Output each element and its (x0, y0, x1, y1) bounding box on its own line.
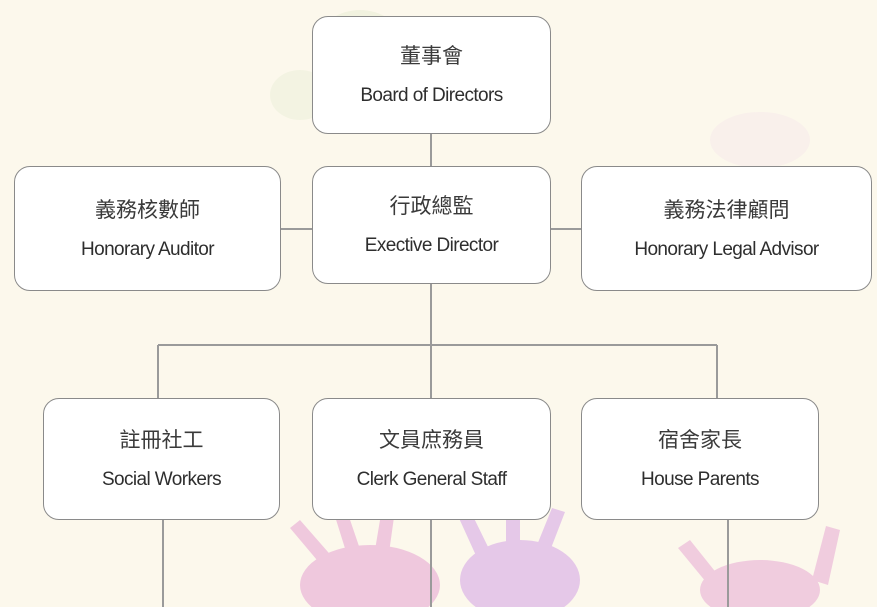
node-title-zh: 義務核數師 (95, 197, 200, 222)
node-title-zh: 行政總監 (389, 194, 474, 218)
social-workers-box: 註冊社工 Social Workers (43, 398, 280, 520)
executive-director-box: 行政總監 Exective Director (312, 166, 551, 284)
node-title-zh: 義務法律顧問 (663, 197, 790, 222)
right-handprint-icon (678, 526, 840, 607)
honorary-legal-advisor-box: 義務法律顧問 Honorary Legal Advisor (581, 166, 872, 291)
house-parents-box: 宿舍家長 House Parents (581, 398, 819, 520)
node-title-zh: 註冊社工 (119, 428, 204, 452)
node-title-en: Board of Directors (360, 85, 503, 106)
node-title-en: House Parents (641, 469, 759, 490)
node-title-zh: 董事會 (400, 44, 463, 68)
node-title-en: Honorary Legal Advisor (634, 238, 819, 260)
node-title-en: Social Workers (101, 469, 222, 490)
clerk-general-staff-box: 文員庶務員 Clerk General Staff (312, 398, 551, 520)
node-title-en: Clerk General Staff (356, 469, 507, 490)
node-title-zh: 宿舍家長 (658, 428, 742, 452)
pink-handprint-icon (290, 505, 440, 607)
board-of-directors-box: 董事會 Board of Directors (312, 16, 551, 134)
node-title-zh: 文員庶務員 (379, 428, 484, 452)
node-title-en: Honorary Auditor (81, 238, 215, 260)
node-title-en: Exective Director (364, 235, 499, 256)
honorary-auditor-box: 義務核數師 Honorary Auditor (14, 166, 281, 291)
